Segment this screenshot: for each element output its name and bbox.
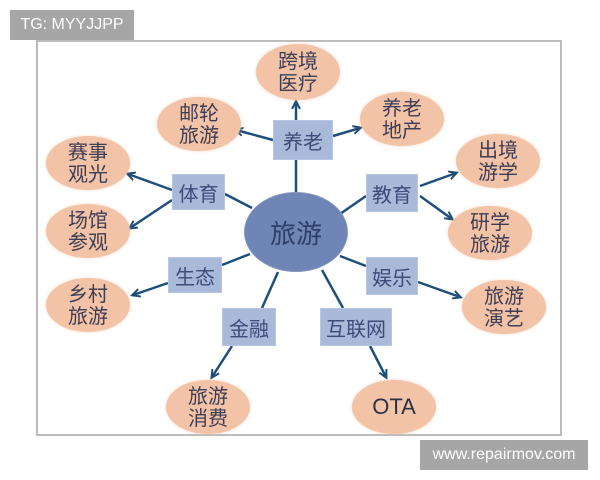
category-label: 娱乐 (372, 265, 412, 290)
leaf-label: 研学旅游 (470, 210, 510, 256)
leaf-label: 养老地产 (382, 96, 422, 142)
category-node-jiaoyu: 教育 (366, 174, 418, 212)
leaf-node-yanglao-dichan: 养老地产 (360, 92, 444, 146)
category-node-shengtai: 生态 (168, 257, 222, 293)
leaf-label: OTA (372, 394, 416, 419)
category-label: 生态 (175, 264, 215, 289)
category-node-jinrong: 金融 (222, 308, 276, 346)
category-node-hulianwang: 互联网 (320, 308, 392, 346)
watermark-top-left: TG: MYYJJPP (10, 10, 134, 40)
leaf-node-saishi-guanguang: 赛事观光 (46, 136, 130, 190)
leaf-label: 场馆参观 (68, 208, 108, 254)
leaf-label: 出境游学 (478, 138, 518, 184)
category-label: 金融 (229, 316, 269, 341)
center-node-tourism: 旅游 (244, 192, 348, 272)
leaf-node-lvyou-xiaofei: 旅游消费 (166, 380, 250, 434)
watermark-bottom-right: www.repairmov.com (420, 440, 588, 470)
leaf-label: 邮轮旅游 (179, 101, 219, 147)
leaf-node-chujing-youxue: 出境游学 (456, 134, 540, 188)
category-label: 互联网 (326, 316, 386, 341)
category-label: 养老 (283, 129, 323, 154)
category-node-yule: 娱乐 (366, 257, 418, 295)
leaf-label: 赛事观光 (68, 140, 108, 186)
leaf-node-youlun-lvyou: 邮轮旅游 (157, 97, 241, 151)
leaf-label: 跨境医疗 (278, 49, 318, 95)
center-node-label: 旅游 (269, 219, 322, 250)
leaf-node-xiangcun-lvyou: 乡村旅游 (46, 278, 130, 332)
leaf-node-changguan-canguan: 场馆参观 (46, 204, 130, 258)
leaf-node-lvyou-yanyi: 旅游演艺 (462, 280, 546, 334)
category-node-tiyu: 体育 (172, 174, 225, 210)
category-label: 体育 (178, 181, 219, 206)
leaf-label: 旅游演艺 (484, 284, 524, 330)
category-node-yanglao: 养老 (273, 120, 333, 160)
leaf-label: 乡村旅游 (68, 282, 108, 328)
leaf-node-ota: OTA (352, 380, 436, 434)
leaf-node-kuajing-yiliao: 跨境医疗 (256, 44, 340, 100)
leaf-label: 旅游消费 (188, 384, 228, 430)
leaf-node-yanxue-lvyou: 研学旅游 (448, 206, 532, 260)
category-label: 教育 (372, 182, 412, 207)
